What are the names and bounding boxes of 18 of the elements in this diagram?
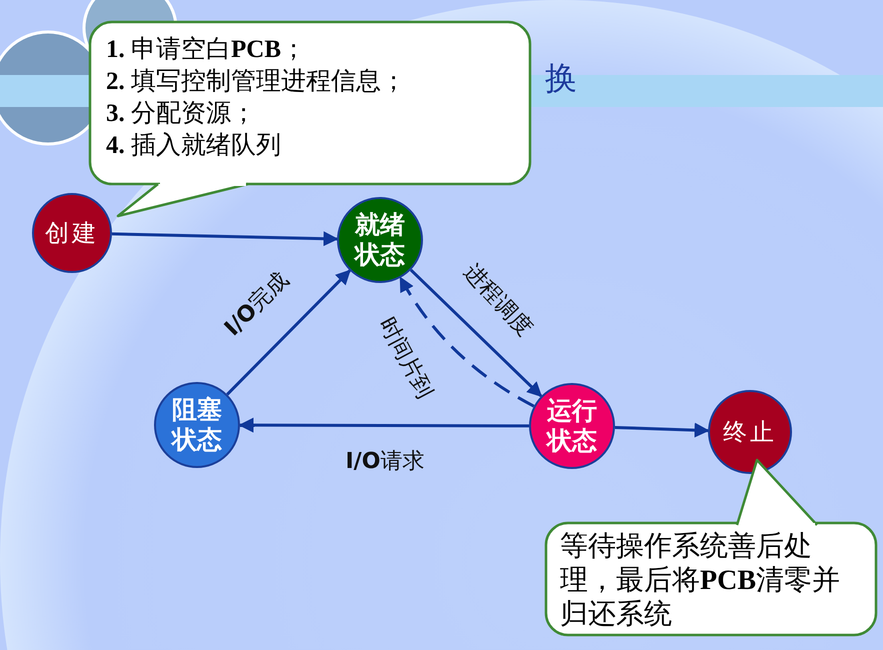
edge-label: 时间片到 <box>372 312 438 404</box>
edge-label: I/O请求 <box>346 448 424 476</box>
callout-text: 等待操作系统善后处理，最后将PCB清零并归还系统 <box>560 530 841 632</box>
title: 换 <box>545 58 577 98</box>
callout-text: 4. 插入就绪队列 <box>106 131 282 161</box>
arrow <box>614 422 710 438</box>
arrow <box>399 276 535 408</box>
state-circle: 创建 <box>32 193 112 273</box>
edge-label: I/O完成 <box>218 266 294 343</box>
arrow <box>226 270 351 396</box>
callout-bubble <box>544 458 878 638</box>
callout-text: 3. 分配资源； <box>106 99 257 129</box>
arrow <box>410 268 542 398</box>
callout-text: 2. 填写控制管理进程信息； <box>106 67 407 97</box>
edge-label: 进程调度 <box>457 258 538 342</box>
arrow <box>112 231 338 246</box>
callout-text: 1. 申请空白PCB； <box>106 35 307 65</box>
arrow <box>238 418 529 433</box>
